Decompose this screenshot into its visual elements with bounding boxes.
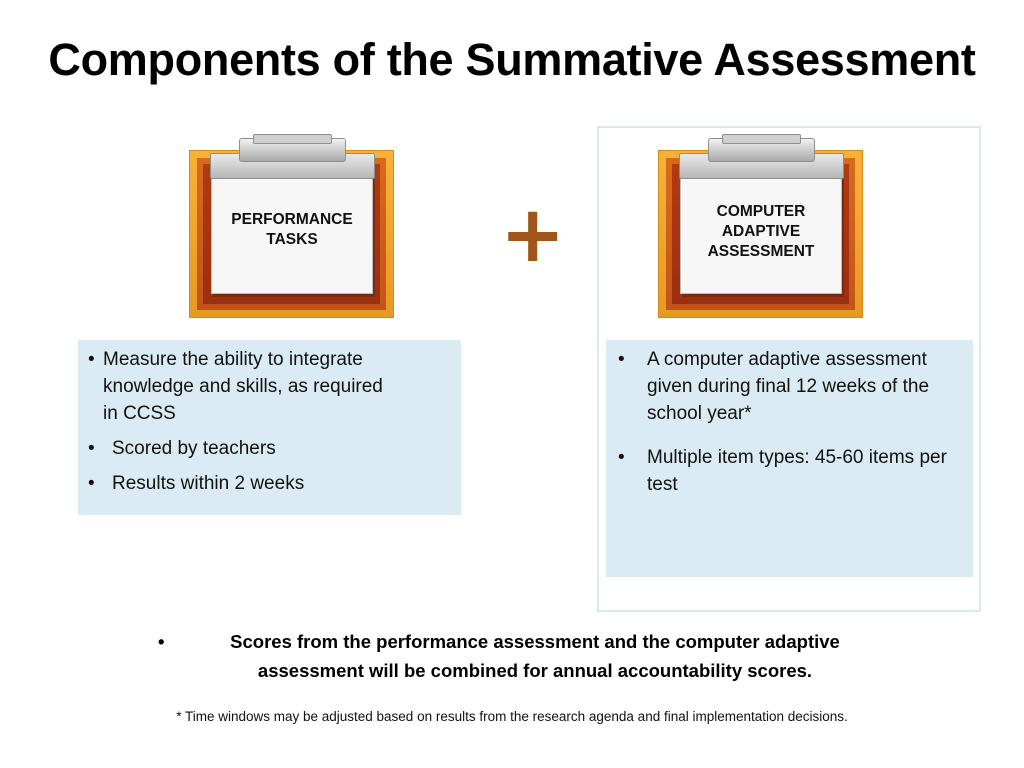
- clipboard-clip-ring: [253, 134, 332, 144]
- computer-adaptive-assessment-clipboard-icon: COMPUTER ADAPTIVE ASSESSMENT: [658, 134, 863, 318]
- list-item: • Results within 2 weeks: [88, 470, 451, 497]
- clipboard-paper: [680, 168, 842, 294]
- list-item: • A computer adaptive assessment given d…: [616, 346, 963, 427]
- clipboard-clip-ring: [722, 134, 801, 144]
- performance-tasks-details: • Measure the ability to integrate knowl…: [78, 340, 461, 515]
- list-item-text: Multiple item types: 45-60 items per tes…: [647, 447, 947, 495]
- list-item-text: Results within 2 weeks: [112, 473, 305, 494]
- bullet: •: [88, 438, 95, 459]
- clipboard-paper: [211, 168, 373, 294]
- slide-title: Components of the Summative Assessment: [48, 34, 976, 85]
- computer-adaptive-assessment-list: • A computer adaptive assessment given d…: [616, 346, 963, 498]
- footnote: * Time windows may be adjusted based on …: [176, 709, 848, 724]
- bullet: •: [618, 447, 625, 468]
- performance-tasks-label: PERFORMANCE TASKS: [231, 211, 353, 248]
- list-item-text: Measure the ability to integrate knowled…: [103, 349, 383, 424]
- performance-tasks-clipboard-icon: PERFORMANCE TASKS: [189, 134, 394, 318]
- list-item-text: A computer adaptive assessment given dur…: [647, 349, 930, 424]
- performance-tasks-list: • Measure the ability to integrate knowl…: [88, 346, 451, 497]
- list-item: • Measure the ability to integrate knowl…: [88, 346, 451, 427]
- list-item-text: Scored by teachers: [112, 438, 276, 459]
- computer-adaptive-assessment-label: COMPUTER ADAPTIVE ASSESSMENT: [707, 203, 815, 260]
- bullet: •: [88, 349, 95, 370]
- list-item: • Multiple item types: 45-60 items per t…: [616, 444, 963, 498]
- bullet: •: [158, 631, 165, 652]
- bullet: •: [618, 349, 625, 370]
- right-panel-frame: [597, 126, 981, 612]
- summary-statement: • Scores from the performance assessment…: [150, 627, 890, 685]
- list-item: • Scored by teachers: [88, 435, 451, 462]
- summary-text: Scores from the performance assessment a…: [230, 631, 840, 681]
- plus-icon: +: [500, 190, 566, 280]
- bullet: •: [88, 473, 95, 494]
- computer-adaptive-assessment-details: • A computer adaptive assessment given d…: [606, 340, 973, 577]
